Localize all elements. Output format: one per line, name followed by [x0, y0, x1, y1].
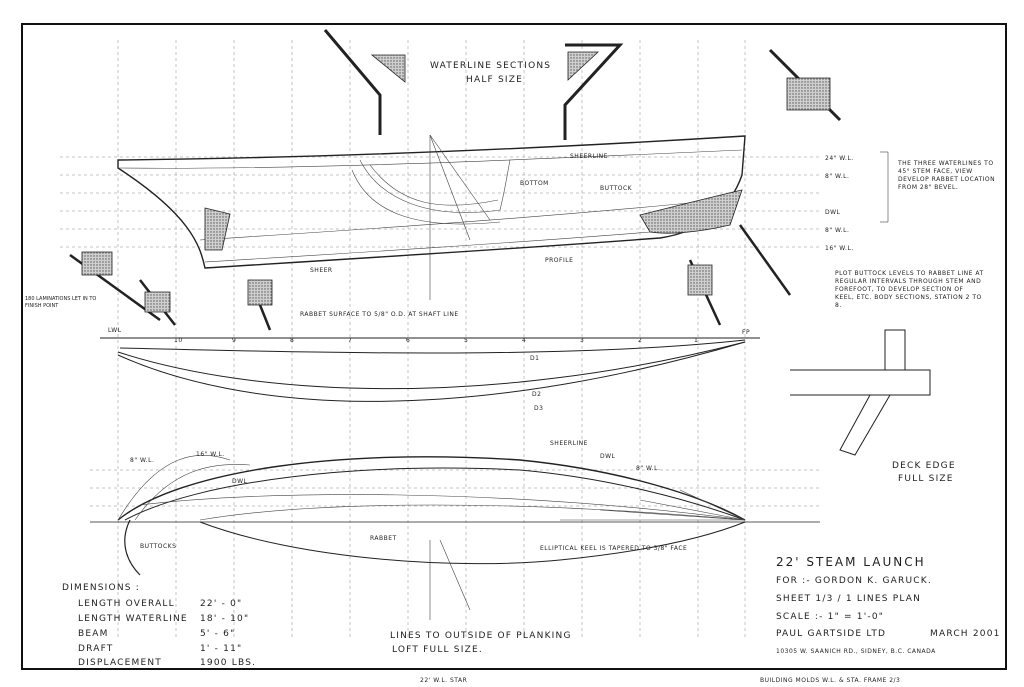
plan-labels: SHEERLINE DWL 8" W.L. 8" W.L. 16" W.L. D…	[130, 440, 687, 552]
dimensions-table: DIMENSIONS : LENGTH OVERALL 22' - 0" LEN…	[62, 583, 256, 668]
laminations-note: 180 LAMINATIONS LET IN TO FINISH POINT	[25, 296, 97, 309]
station-label: FP	[742, 329, 750, 336]
plan-label: BUTTOCKS	[140, 543, 176, 550]
station-label: 9	[232, 337, 236, 344]
buttock-label: BUTTOCK	[600, 185, 633, 192]
lines-note: LINES TO OUTSIDE OF PLANKING LOFT FULL S…	[390, 631, 572, 655]
sheet-line: SHEET 1/3 / 1 LINES PLAN	[776, 594, 921, 604]
station-label: 4	[522, 337, 526, 344]
dimension-label: LENGTH OVERALL	[78, 599, 175, 609]
station-label: 3	[580, 337, 584, 344]
drawing-title: 22' STEAM LAUNCH	[776, 555, 926, 569]
plan-label: 16" W.L.	[196, 451, 225, 458]
bottom-left-note: 22' W.L. STAR	[420, 677, 467, 684]
three-waterlines-note: THE THREE WATERLINES TO 45° STEM FACE, V…	[898, 160, 996, 191]
waterline-sections-detail: WATERLINE SECTIONS HALF SIZE	[323, 29, 842, 140]
rabbet-surface-note: RABBET SURFACE TO 5/8" O.D. AT SHAFT LIN…	[300, 311, 459, 318]
station-labels: LWL 10 9 8 7 6 5 4 3 2 1 FP	[108, 327, 750, 344]
plan-label: RABBET	[370, 535, 397, 542]
diagonal-label: D3	[534, 405, 543, 412]
deck-edge-detail: DECK EDGE FULL SIZE	[790, 329, 956, 484]
title-block: 22' STEAM LAUNCH FOR :- GORDON K. GARUCK…	[776, 555, 1001, 655]
plan-label: DWL	[232, 478, 248, 485]
lines-to-outside-note: LINES TO OUTSIDE OF PLANKING	[390, 631, 572, 641]
dimension-value: 1900 LBS.	[200, 658, 256, 668]
station-label: 7	[348, 337, 352, 344]
stem-keel-details: 180 LAMINATIONS LET IN TO FINISH POINT	[25, 224, 792, 331]
station-label: 5	[464, 337, 468, 344]
plan-label: 8" W.L.	[636, 465, 660, 472]
plan-label: DWL	[600, 453, 616, 460]
diagonal-label: D1	[530, 355, 539, 362]
waterline-label: DWL	[825, 209, 841, 216]
waterline-label: 8" W.L.	[825, 227, 849, 234]
half-size-label: HALF SIZE	[466, 75, 523, 85]
deck-edge-label: DECK EDGE	[892, 461, 956, 471]
waterline-label: 8" W.L.	[825, 173, 849, 180]
station-grid	[117, 40, 746, 640]
dimension-label: DISPLACEMENT	[78, 658, 162, 668]
station-label: 8	[290, 337, 294, 344]
loft-full-size-note: LOFT FULL SIZE.	[392, 645, 483, 655]
date-line: MARCH 2001	[930, 629, 1001, 639]
dimension-value: 22' - 0"	[200, 599, 242, 609]
right-notes: THE THREE WATERLINES TO 45° STEM FACE, V…	[835, 151, 996, 309]
bottom-right-note: BUILDING MOLDS W.L. & STA. FRAME 2/3	[760, 677, 900, 684]
sheerline-label: SHEERLINE	[570, 153, 608, 160]
station-label: LWL	[108, 327, 122, 334]
dimensions-title: DIMENSIONS :	[62, 583, 140, 593]
profile-waterline-labels: 24" W.L. 8" W.L. DWL 8" W.L. 16" W.L.	[825, 155, 854, 252]
buttock-levels-note: PLOT BUTTOCK LEVELS TO RABBET LINE AT RE…	[835, 270, 984, 309]
rabbet-bottom-note: ELLIPTICAL KEEL IS TAPERED TO 3/8" FACE	[540, 545, 687, 552]
profile-view	[117, 134, 746, 300]
profile-annotations: PROFILE SHEER BUTTOCK SHEERLINE BOTTOM R…	[300, 153, 633, 318]
dimension-label: LENGTH WATERLINE	[78, 614, 188, 624]
client-line: FOR :- GORDON K. GARUCK.	[776, 576, 932, 586]
diagonals-view: D1 D2 D3	[117, 339, 746, 412]
station-label: 10	[174, 337, 183, 344]
full-size-label: FULL SIZE	[898, 474, 954, 484]
station-label: 6	[406, 337, 410, 344]
dimension-label: BEAM	[78, 629, 109, 639]
dimension-value: 1' - 11"	[200, 644, 242, 654]
sheer-label: SHEER	[310, 267, 333, 274]
profile-label: PROFILE	[545, 257, 573, 264]
bottom-margin: 22' W.L. STAR BUILDING MOLDS W.L. & STA.…	[420, 677, 900, 684]
dimension-value: 18' - 10"	[200, 614, 249, 624]
dimension-label: DRAFT	[78, 644, 114, 654]
plan-view	[117, 455, 746, 620]
waterline-sections-label: WATERLINE SECTIONS	[430, 61, 551, 71]
waterline-label: 16" W.L.	[825, 245, 854, 252]
waterline-label: 24" W.L.	[825, 155, 854, 162]
scale-line: SCALE :- 1" = 1'-0"	[776, 612, 884, 622]
plan-label: SHEERLINE	[550, 440, 588, 447]
address-line: 10305 W. SAANICH RD., SIDNEY, B.C. CANAD…	[776, 648, 936, 655]
diagonal-label: D2	[532, 391, 541, 398]
station-label: 2	[638, 337, 642, 344]
designer-line: PAUL GARTSIDE LTD	[776, 629, 886, 639]
station-label: 1	[694, 337, 698, 344]
dimension-value: 5' - 6"	[200, 629, 235, 639]
waterline-grid	[60, 156, 820, 523]
bottom-label: BOTTOM	[520, 180, 549, 187]
sheet-border	[21, 23, 1007, 670]
plan-label: 8" W.L.	[130, 457, 154, 464]
